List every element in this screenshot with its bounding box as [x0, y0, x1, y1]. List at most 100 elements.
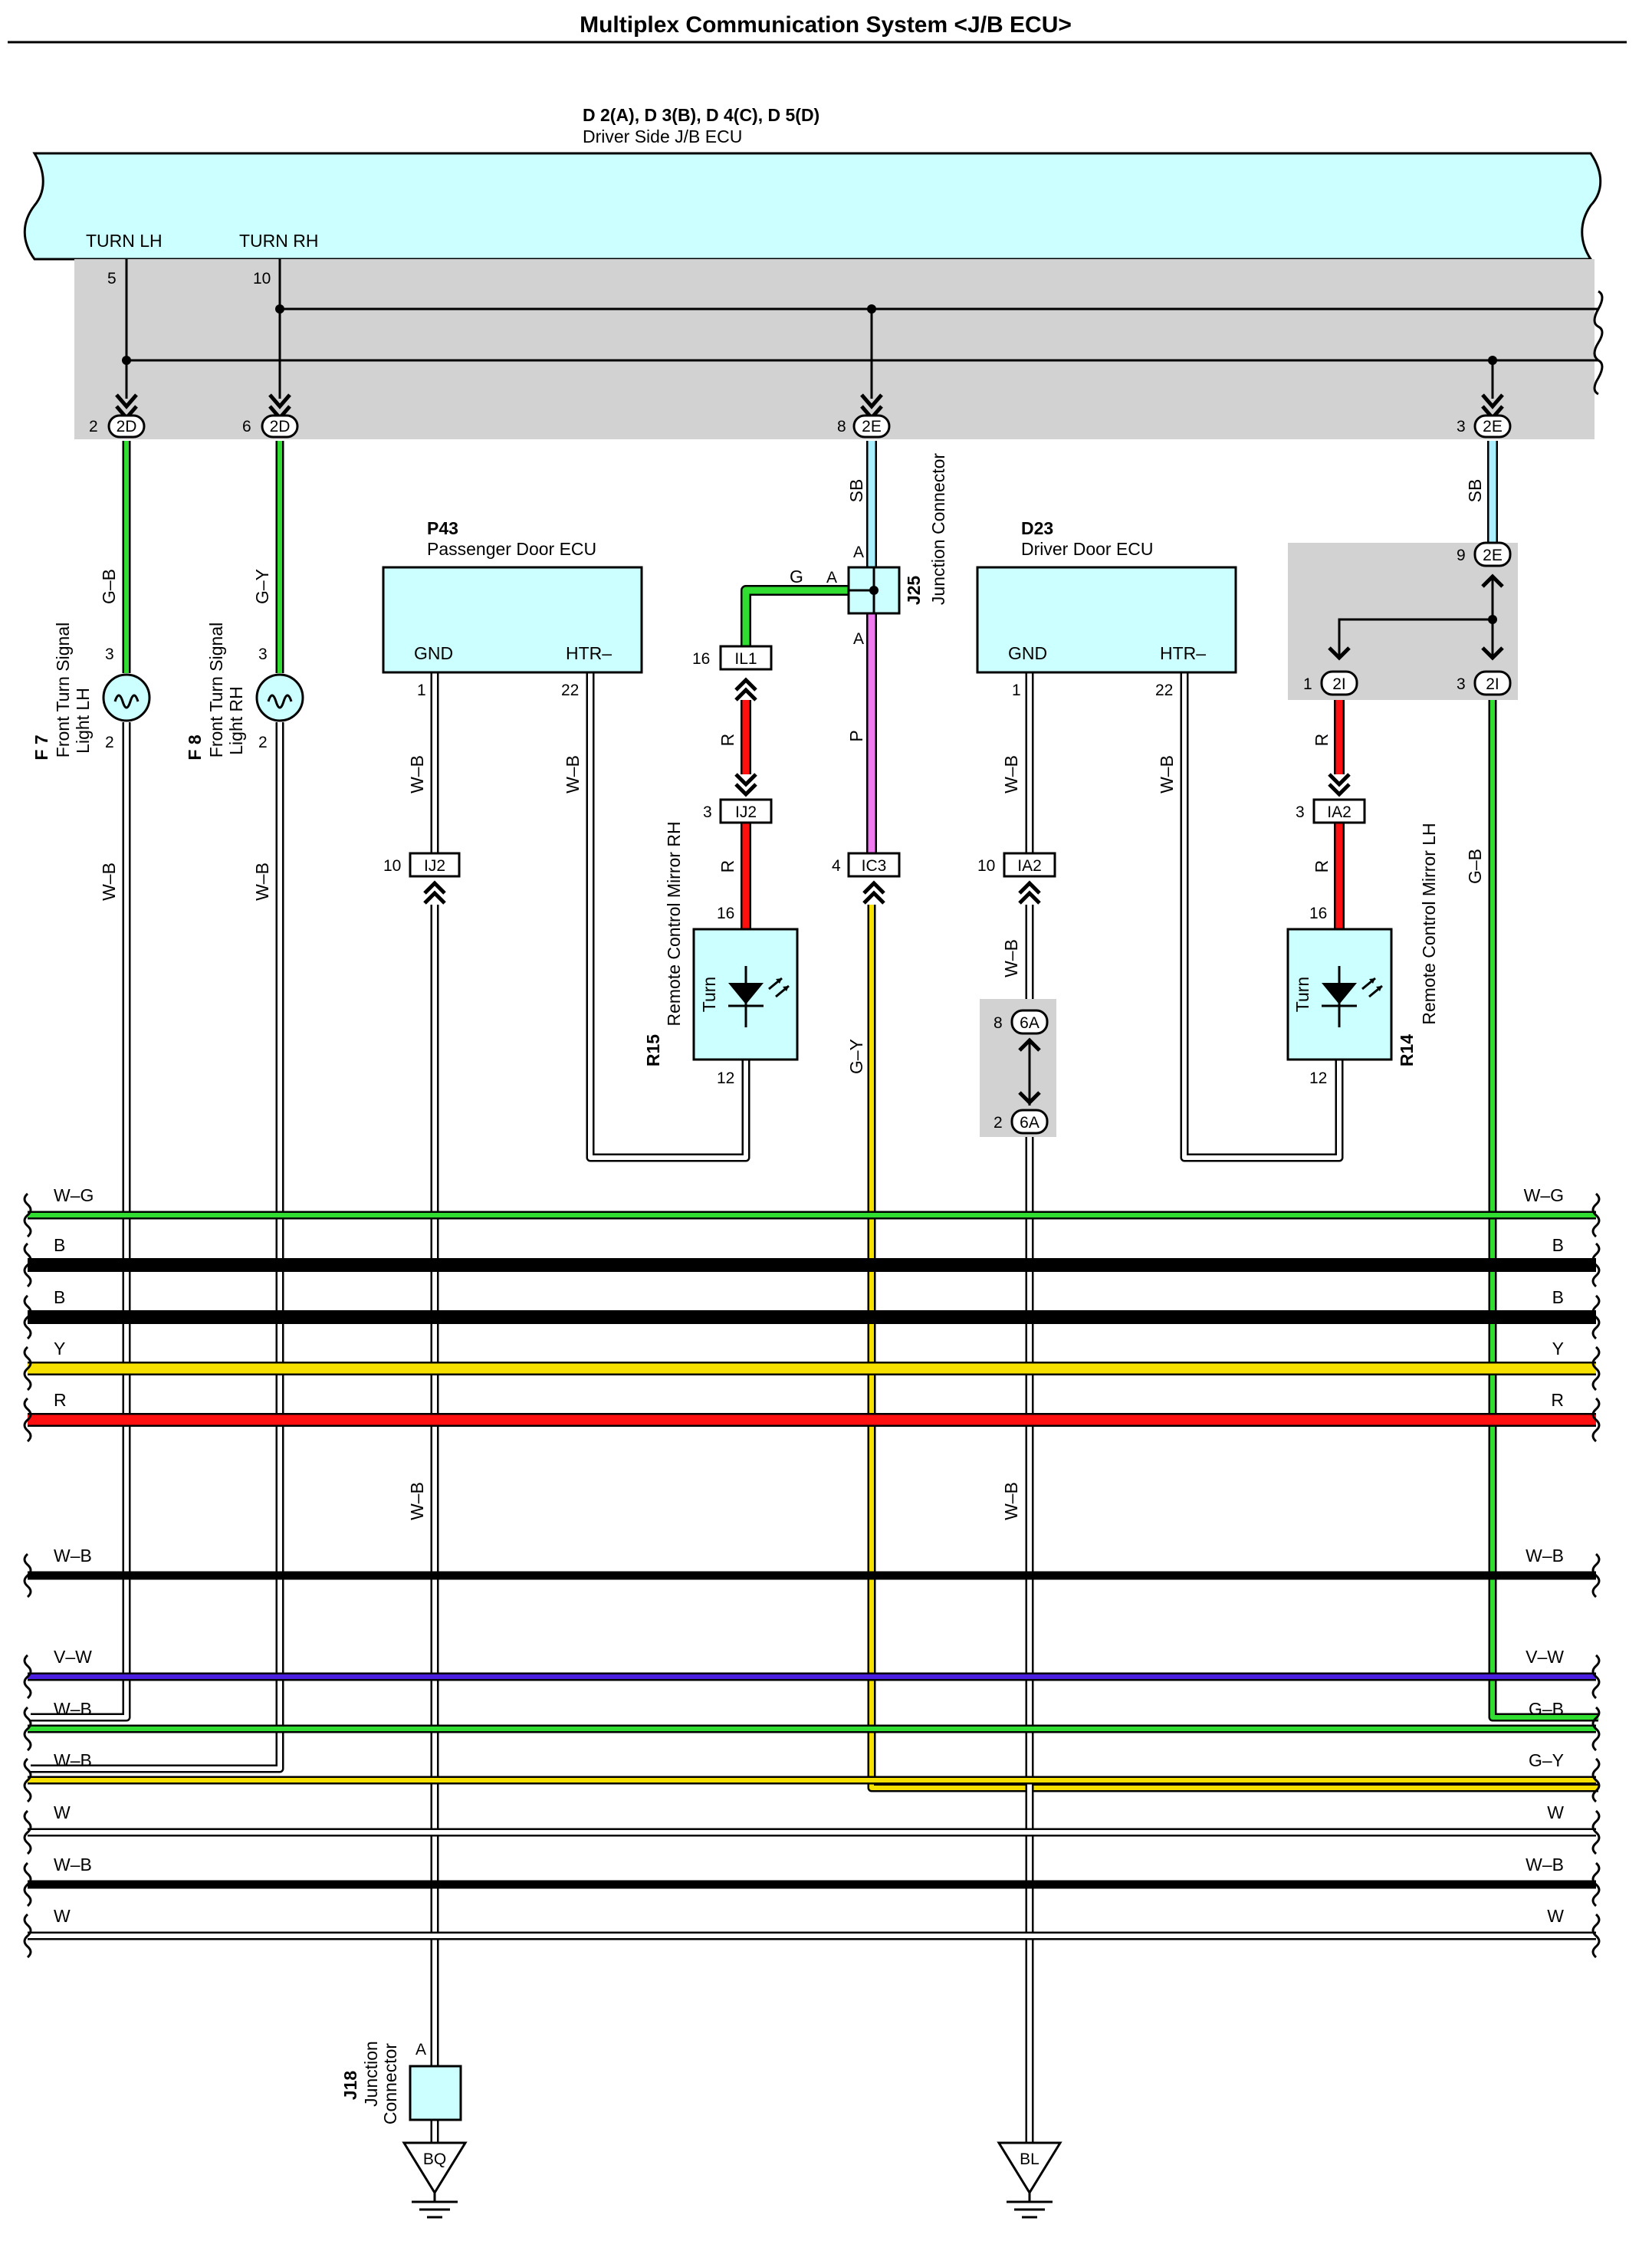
d23-conn-pin: 10: [977, 857, 995, 875]
ic3-wire: G–Y: [846, 1039, 866, 1074]
connector-2e-mid-code: 2E: [862, 418, 882, 435]
bus-wire-break-left: [23, 1294, 32, 1340]
r14-2i-left-pin: 1: [1303, 675, 1312, 693]
turn-lh-label: TURN LH: [86, 231, 163, 251]
bus-wire-break-right: [1591, 1861, 1601, 1907]
bus-wire-label-left: W–B: [54, 1750, 92, 1770]
bus-wire-break-left: [23, 1552, 32, 1598]
j25-pin-top: A: [853, 544, 864, 561]
connector-2d-rh-code: 2D: [270, 418, 291, 435]
bus-wire-label-right: Y: [1552, 1339, 1564, 1359]
r14-ia2: IA2: [1327, 803, 1351, 821]
connector-2d-lh-code: 2D: [117, 418, 137, 435]
f8-pin-bot: 2: [258, 734, 268, 751]
p43-conn-pin: 10: [383, 857, 401, 875]
connector-2e-right: 2E 3: [1457, 393, 1512, 439]
p43-htr-label: HTR–: [566, 643, 612, 663]
r14-wire-top: SB: [1465, 479, 1485, 503]
d23-name: Driver Door ECU: [1021, 539, 1154, 559]
f7-pin-bot: 2: [105, 734, 114, 751]
j18-name-2: Connector: [380, 2043, 400, 2124]
bus-wire-break-left: [23, 1757, 32, 1803]
r14-wire-r1: R: [1312, 734, 1332, 747]
f8-wire-top: G–Y: [252, 569, 272, 604]
r15-pin-out: 12: [717, 1070, 734, 1087]
bus-wire-label-left: B: [54, 1235, 65, 1255]
f7-pin-top: 3: [105, 646, 114, 663]
p43-pin-htr: 22: [561, 682, 579, 699]
bus-wire-label-right: W: [1547, 1906, 1564, 1926]
r14-2i-right-pin: 3: [1457, 675, 1466, 693]
ground-bq: BQ: [402, 2141, 468, 2219]
bus-wire-label-left: W: [54, 1802, 71, 1822]
jb-internal-wires: [125, 259, 1604, 399]
jb-ecu-codes: D 2(A), D 3(B), D 4(C), D 5(D): [583, 105, 819, 125]
r14-name: Remote Control Mirror LH: [1419, 823, 1439, 1024]
d23-pin-gnd: 1: [1012, 682, 1021, 699]
r14-2i-left: 2I: [1332, 675, 1346, 693]
r14-wire-r2: R: [1312, 860, 1332, 873]
r15-id: R15: [643, 1034, 663, 1066]
j25-junction-connector: A A A SB G P J25 Junction Connector: [790, 453, 948, 742]
bus-wire-break-right: [1591, 1346, 1601, 1392]
bus-wire-break-left: [23, 1242, 32, 1288]
d23-gnd-label: GND: [1008, 643, 1047, 663]
j18-id: J18: [340, 2071, 360, 2101]
p43-wire-htr: W–B: [563, 755, 583, 794]
connector-2e-mid-pin: 8: [837, 418, 846, 435]
connector-2d-lh-pin: 2: [89, 418, 98, 435]
turn-rh-label: TURN RH: [239, 231, 319, 251]
j25-pin-left: A: [826, 569, 837, 586]
bus-wire-break-right: [1591, 1654, 1601, 1700]
wire-p43-htr: [588, 672, 748, 1160]
bus-wire-break-right: [1591, 1706, 1601, 1752]
bus-wire-label-right: G–Y: [1529, 1750, 1564, 1770]
bus-wire-break-right: [1591, 1913, 1601, 1959]
f7-wire-bot: W–B: [99, 863, 119, 901]
d23-wire-below: W–B: [1001, 939, 1021, 978]
j25-wire-bot: P: [846, 730, 866, 741]
bus-wire-break-left: [23, 1397, 32, 1443]
r15-ij2-pin: 3: [703, 803, 712, 821]
connector-2d-rh: 2D 6: [242, 393, 299, 439]
bus-wire-label-left: Y: [54, 1339, 65, 1359]
bus-wire-label-right: V–W: [1526, 1647, 1564, 1667]
jb-junction-dots: [122, 304, 1497, 365]
p43-wire-gnd: W–B: [407, 755, 427, 794]
f7-name-1: Front Turn Signal: [53, 623, 73, 757]
d23-driver-door-ecu: D23 Driver Door ECU GND HTR– 1 22 W–B W–…: [976, 518, 1237, 1520]
r14-remote-mirror-lh: SB 2E 9 2I 1 2I 3 R IA2 3 R 16 Turn 12 R…: [1286, 479, 1518, 1087]
f8-pin-top: 3: [258, 646, 268, 663]
r14-2i-right: 2I: [1486, 675, 1499, 693]
f7-name-2: Light LH: [73, 688, 93, 754]
f7-turn-signal-lh: G–B 3 2 W–B F 7 Front Turn Signal Light …: [31, 569, 151, 901]
bus-wire-break-right: [1591, 1552, 1601, 1598]
bus-wire-label-left: W: [54, 1906, 71, 1926]
d23-wire-gnd: W–B: [1001, 755, 1021, 794]
bus-wire-break-right: [1591, 1192, 1601, 1238]
j25-wire-top: SB: [846, 479, 866, 503]
bus-wire-label-left: W–B: [54, 1855, 92, 1875]
j18-junction-connector: A J18 Junction Connector: [340, 2041, 462, 2124]
f8-name-1: Front Turn Signal: [206, 623, 226, 757]
ic3-pin: 4: [832, 857, 841, 875]
bus-wire-label-right: W: [1547, 1802, 1564, 1822]
wire-g-j25-outline: [741, 585, 849, 646]
bus-wire-label-left: V–W: [54, 1647, 92, 1667]
d23-id: D23: [1021, 518, 1053, 538]
p43-passenger-door-ecu: P43 Passenger Door ECU GND HTR– 1 22 W–B…: [382, 518, 643, 1520]
f7-id: F 7: [31, 734, 51, 760]
r15-il1: IL1: [734, 650, 757, 668]
bus-wire-label-right: W–G: [1524, 1185, 1564, 1205]
p43-conn: IJ2: [424, 857, 445, 875]
connector-2e-right-pin: 3: [1457, 418, 1466, 435]
ground-bl-label: BL: [1020, 2150, 1039, 2168]
bus-wire-label-left: B: [54, 1287, 65, 1307]
j25-pin-bot: A: [853, 630, 864, 648]
p43-wire-low: W–B: [407, 1482, 427, 1520]
jb-ecu-name: Driver Side J/B ECU: [583, 127, 742, 146]
connector-2d-lh: 2D 2: [89, 393, 146, 439]
bus-wire-label-right: G–B: [1529, 1699, 1564, 1719]
bus-wire-break-left: [23, 1346, 32, 1392]
